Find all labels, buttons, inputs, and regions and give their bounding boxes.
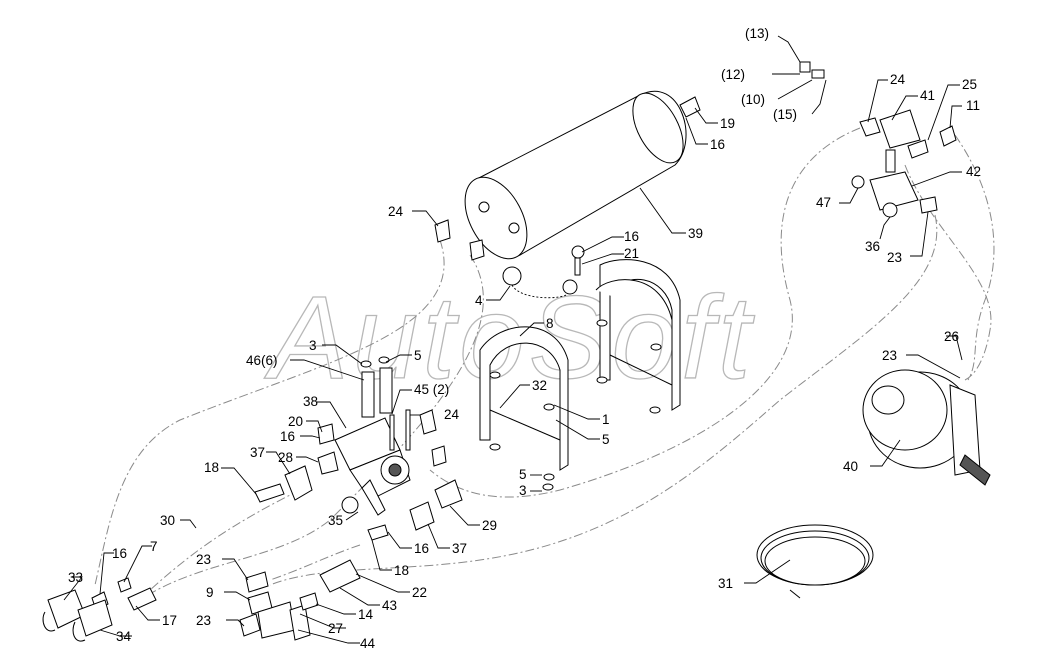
label-7: 7: [150, 539, 158, 554]
label-16: 16: [710, 137, 725, 152]
label-16: 16: [414, 541, 429, 556]
label-24: 24: [890, 72, 906, 87]
label-46-6: 46(6): [246, 353, 278, 368]
label-38: 38: [303, 394, 318, 409]
label-9: 9: [206, 585, 214, 600]
valve-assembly: [334, 417, 411, 516]
label-18: 18: [394, 563, 409, 578]
label-44: 44: [360, 636, 376, 651]
label-11: 11: [966, 98, 980, 113]
glad-hand-couplings: [42, 589, 113, 642]
label-32: 32: [532, 378, 547, 393]
leader-lines: [63, 35, 963, 644]
label-43: 43: [382, 598, 397, 613]
label-29: 29: [482, 518, 497, 533]
label-21: 21: [624, 246, 639, 261]
part-labels: (13) (12) (10) (15) 19 16 24 41 25 11 42…: [68, 26, 981, 651]
label-41: 41: [920, 88, 935, 103]
distribution-valve: [869, 149, 919, 218]
label-23: 23: [196, 613, 211, 628]
label-16: 16: [112, 546, 127, 561]
brake-chamber: [862, 369, 991, 486]
label-34: 34: [116, 629, 132, 644]
tee-fitting: [879, 109, 921, 149]
label-35: 35: [328, 513, 343, 528]
label-3: 3: [519, 483, 527, 498]
label-12: (12): [721, 67, 745, 82]
label-23: 23: [887, 250, 902, 265]
label-20: 20: [288, 414, 303, 429]
air-hoses: [94, 127, 995, 601]
label-45-2: 45 (2): [414, 382, 449, 397]
label-19: 19: [720, 116, 735, 131]
label-10: (10): [741, 92, 765, 107]
label-47: 47: [816, 195, 831, 210]
label-8: 8: [546, 316, 554, 331]
label-4: 4: [475, 293, 483, 308]
label-14: 14: [358, 607, 374, 622]
label-23: 23: [882, 348, 897, 363]
label-39: 39: [688, 226, 703, 241]
label-16: 16: [280, 429, 295, 444]
label-16: 16: [624, 229, 639, 244]
label-5: 5: [519, 467, 527, 482]
coiled-hose: [756, 524, 874, 599]
label-17: 17: [162, 613, 177, 628]
label-28: 28: [278, 450, 293, 465]
label-3: 3: [309, 338, 317, 353]
label-13: (13): [745, 26, 769, 41]
label-24: 24: [388, 204, 404, 219]
label-33: 33: [68, 570, 83, 585]
label-15: (15): [773, 107, 797, 122]
label-36: 36: [865, 239, 880, 254]
label-22: 22: [412, 585, 427, 600]
label-37: 37: [250, 445, 265, 460]
label-18: 18: [204, 460, 219, 475]
label-5: 5: [414, 348, 422, 363]
label-5: 5: [602, 432, 610, 447]
tank-mounting-brackets: [479, 259, 681, 471]
air-reservoir-tank: [464, 90, 687, 260]
label-1: 1: [602, 412, 610, 427]
label-26: 26: [944, 329, 959, 344]
label-25: 25: [962, 77, 977, 92]
label-30: 30: [160, 513, 175, 528]
label-31: 31: [718, 576, 733, 591]
label-23: 23: [196, 552, 211, 567]
label-24: 24: [444, 407, 460, 422]
label-27: 27: [328, 621, 343, 636]
label-40: 40: [843, 459, 858, 474]
fittings: [91, 61, 957, 641]
label-42: 42: [966, 164, 981, 179]
label-37: 37: [452, 541, 467, 556]
